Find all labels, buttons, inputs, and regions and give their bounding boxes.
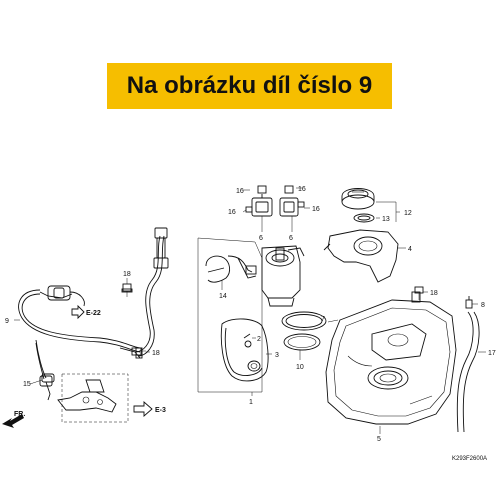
- part-6-sensor-left[interactable]: [245, 185, 273, 217]
- part-4-tank-cover[interactable]: [323, 229, 399, 283]
- part-13-cap-gasket[interactable]: [353, 213, 375, 223]
- label-3: 3: [275, 352, 279, 359]
- label-18b: 18: [152, 350, 160, 357]
- label-5: 5: [377, 436, 381, 443]
- bolt-18-right[interactable]: [414, 286, 424, 300]
- label-9: 9: [5, 318, 9, 325]
- label-10: 10: [296, 364, 304, 371]
- ref-e3: E-3: [155, 407, 166, 414]
- part-5-fuel-tank[interactable]: [325, 291, 457, 425]
- part-14-fuel-level-sensor[interactable]: [205, 255, 231, 283]
- label-17: 17: [488, 350, 496, 357]
- part-1-fuel-pump-assembly[interactable]: [197, 237, 305, 393]
- ref-front: FR.: [14, 411, 25, 418]
- part-6-sensor-right[interactable]: [279, 185, 305, 217]
- label-14: 14: [219, 293, 227, 300]
- label-6b: 6: [289, 235, 293, 242]
- diagram-banner: Na obrázku díl číslo 9: [107, 63, 392, 109]
- e3-reference-box[interactable]: [57, 373, 129, 423]
- part-7-o-ring[interactable]: [281, 311, 327, 331]
- label-12: 12: [404, 210, 412, 217]
- label-16c: 16: [298, 186, 306, 193]
- part-15-bracket[interactable]: [41, 373, 55, 401]
- part-8-clip[interactable]: [465, 296, 473, 309]
- e22-arrow: [71, 304, 85, 320]
- part-10-gasket[interactable]: [283, 333, 321, 351]
- part-12-fuel-cap[interactable]: [341, 188, 375, 210]
- part-17-drain-tube[interactable]: [456, 311, 480, 433]
- label-2: 2: [257, 336, 261, 343]
- bolt-18-bottom[interactable]: [131, 347, 146, 356]
- label-18a: 18: [123, 271, 131, 278]
- label-18c: 18: [430, 290, 438, 297]
- label-4: 4: [408, 246, 412, 253]
- bolt-18-top[interactable]: [121, 283, 133, 297]
- part-wire-harness[interactable]: [135, 227, 169, 357]
- label-8: 8: [481, 302, 485, 309]
- label-13: 13: [382, 216, 390, 223]
- label-1: 1: [249, 399, 253, 406]
- part-9-throttle-cable[interactable]: [18, 285, 143, 387]
- label-7: 7: [321, 316, 325, 323]
- diagram-code: K293F2600A: [452, 456, 487, 462]
- e3-arrow: [133, 401, 153, 417]
- label-16a: 16: [236, 188, 244, 195]
- ref-e22: E-22: [86, 310, 101, 317]
- label-15: 15: [23, 381, 31, 388]
- label-16d: 16: [312, 206, 320, 213]
- front-direction-arrow: [2, 414, 24, 428]
- label-16b: 16: [228, 209, 236, 216]
- leader-lines: [14, 187, 486, 434]
- label-6a: 6: [259, 235, 263, 242]
